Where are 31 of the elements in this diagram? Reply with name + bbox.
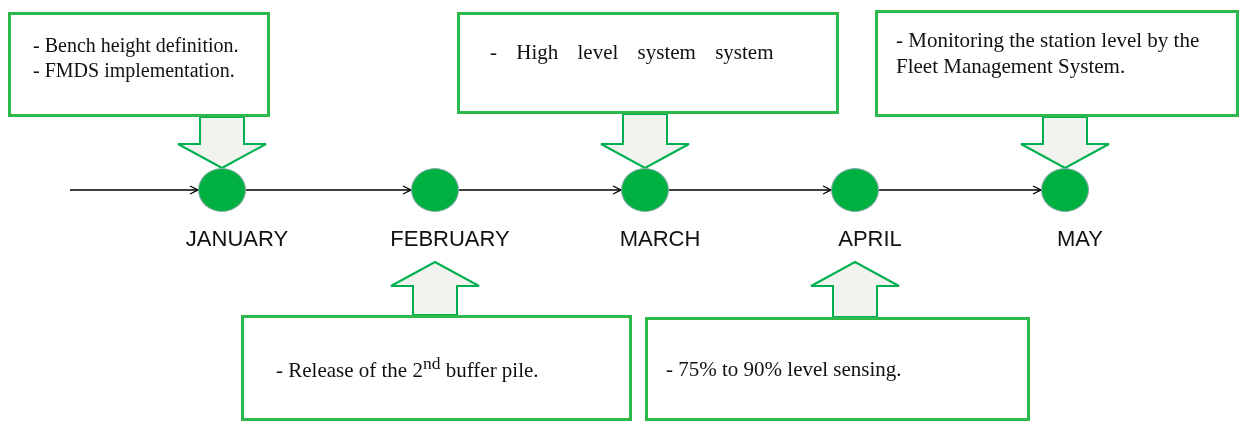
block-arrow xyxy=(810,260,900,318)
block-arrow xyxy=(390,260,480,316)
box-text: - Release of the 2$^{nd}$ buffer pile. xyxy=(276,352,540,384)
month-label: MAY xyxy=(1057,226,1103,252)
month-label: MARCH xyxy=(619,226,701,252)
arrow xyxy=(245,185,412,195)
month-label: FEBRUARY xyxy=(390,226,510,252)
box-text: - FMDS implementation. xyxy=(33,58,236,83)
block-arrow xyxy=(1020,116,1110,170)
text-box xyxy=(241,315,632,421)
month-label: APRIL xyxy=(838,226,902,252)
milestone-dot xyxy=(411,168,459,212)
milestone-dot xyxy=(621,168,669,212)
box-text: - Monitoring the station level by the Fleet Management System. xyxy=(896,27,1201,80)
arrow xyxy=(668,185,832,195)
milestone-dot xyxy=(198,168,246,212)
month-label: JANUARY xyxy=(185,226,289,252)
block-arrow xyxy=(177,116,267,170)
arrow xyxy=(458,185,622,195)
box-text: - Bench height definition. xyxy=(33,33,240,58)
block-arrow xyxy=(600,113,690,170)
text-box xyxy=(645,317,1030,421)
arrow xyxy=(69,185,199,195)
arrow xyxy=(878,185,1042,195)
box-text: - High level system system xyxy=(490,39,775,66)
box-text: - 75% to 90% level sensing. xyxy=(666,355,903,383)
milestone-dot xyxy=(831,168,879,212)
milestone-dot xyxy=(1041,168,1089,212)
text-box xyxy=(457,12,839,114)
text-box xyxy=(875,10,1239,117)
text-box xyxy=(8,12,270,117)
